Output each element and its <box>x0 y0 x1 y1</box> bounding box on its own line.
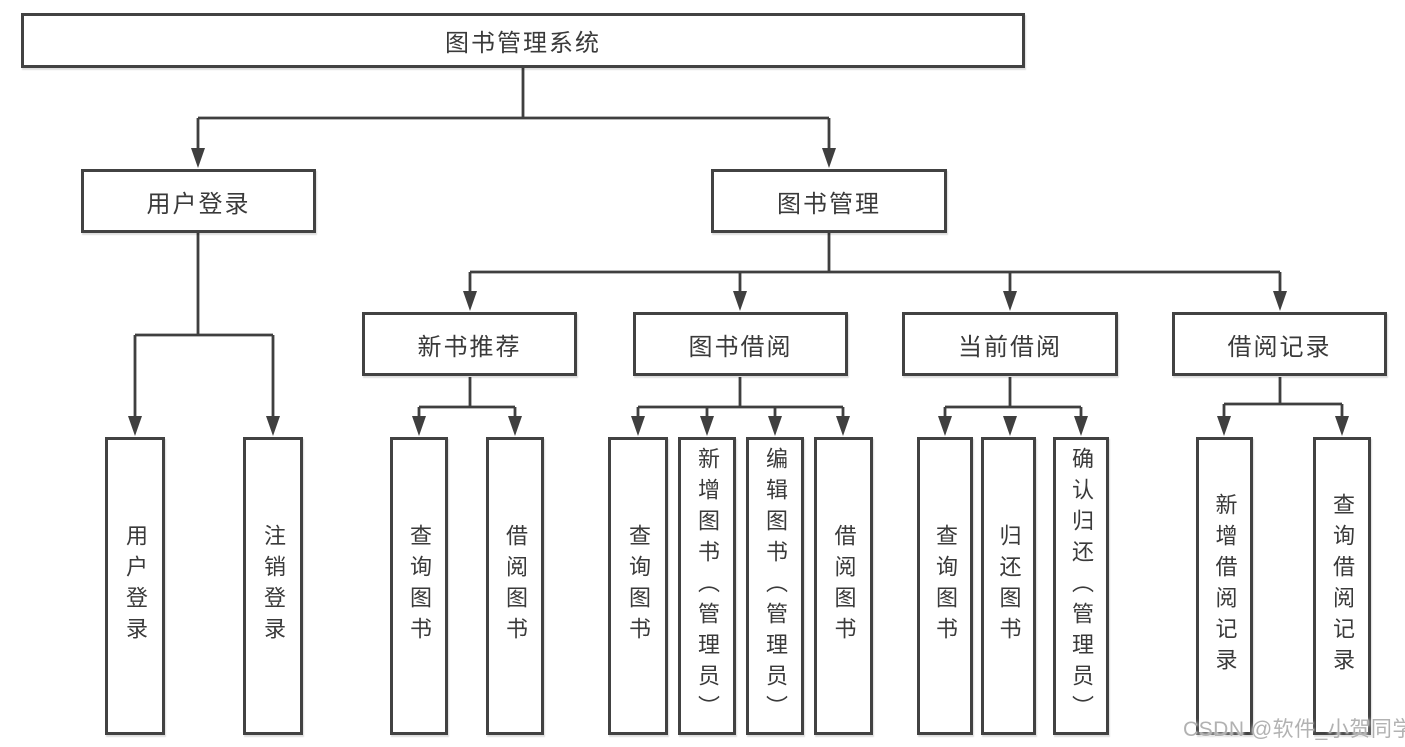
node-book-borrow-label: 图书借阅 <box>688 333 793 361</box>
node-borrow-records: 借阅记录 <box>1172 312 1387 376</box>
leaf-bb-query-book: 查询图书 <box>608 437 668 735</box>
leaf-cb-query-book: 查询图书 <box>917 437 973 735</box>
csdn-watermark: CSDN @软件_小贺同学 <box>1183 718 1405 741</box>
leaf-br-query-record-label: 查询借阅记录 <box>1330 493 1355 679</box>
node-borrow-records-label: 借阅记录 <box>1227 333 1332 361</box>
leaf-logout: 注销登录 <box>243 437 303 735</box>
node-current-borrow-label: 当前借阅 <box>958 333 1062 361</box>
leaf-bb-borrow-book-label: 借阅图书 <box>831 524 857 648</box>
node-book-borrow: 图书借阅 <box>633 312 848 376</box>
leaf-br-add-record-label: 新增借阅记录 <box>1212 493 1238 679</box>
node-new-book-rec: 新书推荐 <box>362 312 577 376</box>
leaf-nb-borrow-book: 借阅图书 <box>486 437 544 735</box>
node-book-mgmt-label: 图书管理 <box>777 190 881 218</box>
node-user-login: 用户登录 <box>81 169 316 233</box>
leaf-bb-query-book-label: 查询图书 <box>626 524 651 648</box>
leaf-cb-confirm-return-label: 确认归还（管理员） <box>1069 446 1094 726</box>
leaf-bb-edit-book-label: 编辑图书（管理员） <box>763 446 788 726</box>
leaf-cb-confirm-return: 确认归还（管理员） <box>1053 437 1109 735</box>
node-current-borrow: 当前借阅 <box>902 312 1118 376</box>
leaf-cb-return-book-label: 归还图书 <box>996 524 1022 648</box>
leaf-cb-query-book-label: 查询图书 <box>933 524 958 648</box>
leaf-br-query-record: 查询借阅记录 <box>1313 437 1371 735</box>
leaf-user-login-label: 用户登录 <box>123 524 148 648</box>
leaf-nb-borrow-book-label: 借阅图书 <box>503 524 528 648</box>
leaf-bb-edit-book: 编辑图书（管理员） <box>746 437 804 735</box>
leaf-nb-query-book: 查询图书 <box>390 437 448 735</box>
leaf-cb-return-book: 归还图书 <box>981 437 1036 735</box>
leaf-bb-add-book-label: 新增图书（管理员） <box>695 446 720 726</box>
leaf-bb-borrow-book: 借阅图书 <box>814 437 873 735</box>
arrowheads <box>128 148 1349 436</box>
leaf-bb-add-book: 新增图书（管理员） <box>678 437 736 735</box>
node-root-label: 图书管理系统 <box>445 30 601 57</box>
node-new-book-rec-label: 新书推荐 <box>417 333 522 361</box>
node-book-mgmt: 图书管理 <box>711 169 947 233</box>
leaf-logout-label: 注销登录 <box>261 524 286 648</box>
leaf-nb-query-book-label: 查询图书 <box>407 524 432 648</box>
leaf-br-add-record: 新增借阅记录 <box>1196 437 1253 735</box>
node-root: 图书管理系统 <box>21 13 1025 68</box>
node-user-login-label: 用户登录 <box>146 190 251 218</box>
leaf-user-login: 用户登录 <box>105 437 165 735</box>
